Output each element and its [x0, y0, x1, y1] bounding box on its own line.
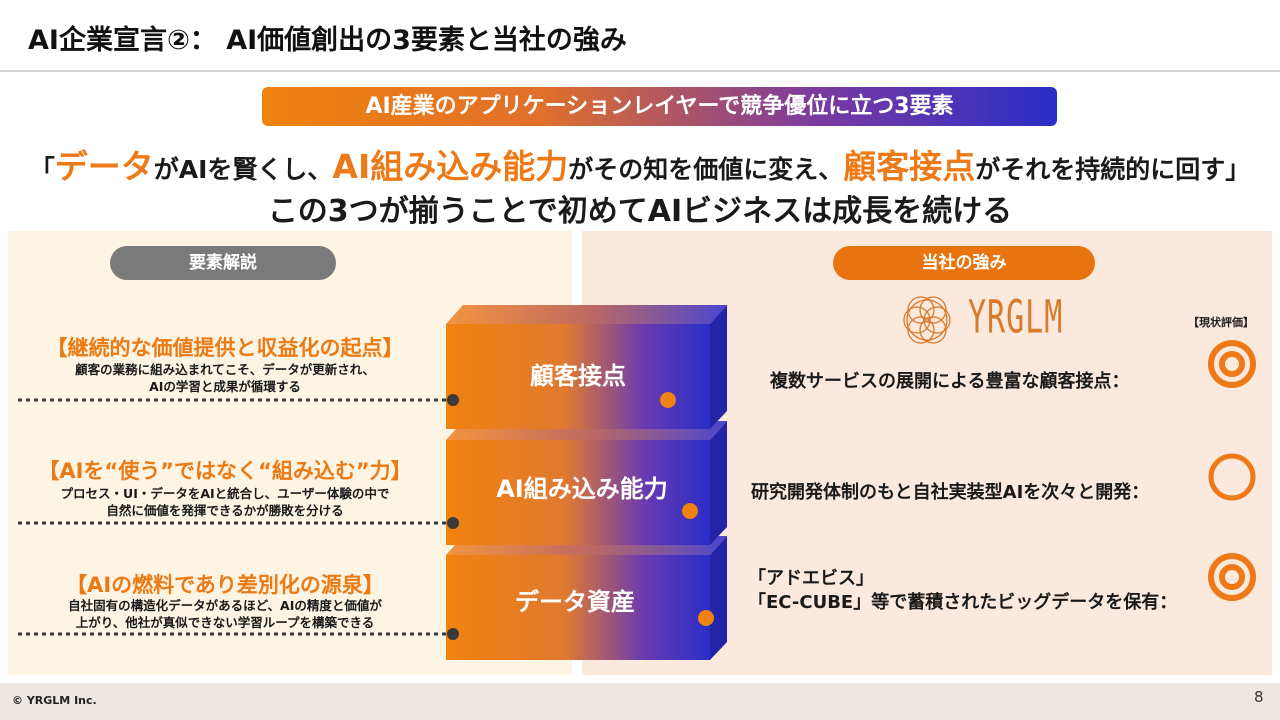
- strength-ai: 研究開発体制のもと自社実装型AIを次々と開発：: [751, 482, 1150, 503]
- desc-line: 自社固有の構造化データがあるほど、AIの精度と価値が: [68, 598, 382, 613]
- statement-line: 「データがAIを賢くし、AI組み込み能力がその知を価値に変え、顧客接点がそれを持…: [0, 140, 1280, 188]
- block-front-data: [446, 555, 710, 660]
- keyword-data: データ: [54, 147, 154, 186]
- desc-line: AIの学習と成果が循環する: [149, 379, 301, 394]
- element-desc-data: 自社固有の構造化データがあるほど、AIの精度と価値が 上がり、他社が真似できない…: [0, 597, 450, 631]
- element-title-data: 【AIの燃料であり差別化の源泉】: [66, 573, 384, 597]
- statement-subline: この3つが揃うことで初めてAIビジネスは成長を続ける: [267, 194, 1013, 229]
- company-logo-icon: [903, 296, 951, 344]
- banner: AI産業のアプリケーションレイヤーで競争優位に立つ3要素: [262, 87, 1057, 126]
- statement-part-2: がその知を価値に変え、: [568, 155, 844, 184]
- keyword-customer-touchpoint: 顧客接点: [843, 147, 976, 186]
- block-front-customer: [446, 324, 710, 429]
- copyright: © YRGLM Inc.: [12, 694, 97, 707]
- desc-line: 上がり、他社が真似できない学習ループを構築できる: [75, 615, 375, 630]
- element-title-ai: 【AIを“使う”ではなく“組み込む”力】: [38, 459, 412, 483]
- element-title-customer: 【継続的な価値提供と収益化の起点】: [46, 336, 404, 360]
- circle-icon: [1208, 453, 1256, 501]
- strength-customer: 複数サービスの展開による豊富な顧客接点：: [770, 371, 1130, 392]
- block-side-customer: [710, 305, 727, 429]
- block-label-ai: AI組み込み能力: [496, 475, 668, 503]
- left-dot-2: [447, 517, 459, 529]
- statement-open-bracket: 「: [29, 155, 55, 184]
- right-dot-3: [698, 610, 714, 626]
- logo-text: YRGLM: [968, 292, 1064, 345]
- element-desc-ai: プロセス・UI・データをAIと統合し、ユーザー体験の中で 自然に価値を発揮できる…: [0, 485, 450, 519]
- desc-line: 顧客の業務に組み込まれてこそ、データが更新され、: [75, 362, 375, 377]
- right-dot-2: [682, 503, 698, 519]
- footer-bar: [0, 683, 1280, 720]
- strength-data-line1: 「アドエビス」: [748, 568, 874, 589]
- desc-line: 自然に価値を発揮できるかが勝敗を分ける: [106, 503, 344, 518]
- left-header-pill: 要素解説: [110, 246, 336, 280]
- block-side-data: [710, 536, 727, 660]
- evaluation-label: 【現状評価】: [1188, 316, 1254, 329]
- block-side-ai: [710, 421, 727, 545]
- double-circle-icon: [1208, 553, 1256, 601]
- block-front-ai: [446, 440, 710, 545]
- statement-part-3: がそれを持続的に回す」: [975, 155, 1251, 184]
- block-label-data: データ資産: [515, 588, 635, 616]
- element-desc-customer: 顧客の業務に組み込まれてこそ、データが更新され、 AIの学習と成果が循環する: [0, 361, 450, 395]
- title-divider: [0, 70, 1280, 72]
- page-number: 8: [1254, 688, 1264, 706]
- desc-line: プロセス・UI・データをAIと統合し、ユーザー体験の中で: [60, 486, 390, 501]
- page-title: AI企業宣言②： AI価値創出の3要素と当社の強み: [28, 25, 627, 56]
- block-top-customer: [446, 305, 727, 324]
- right-dot-1: [660, 392, 676, 408]
- strength-data-line2: 「EC-CUBE」等で蓄積されたビッグデータを保有：: [748, 592, 1178, 613]
- statement-part-1: がAIを賢くし、: [153, 155, 333, 184]
- left-dot-1: [447, 394, 459, 406]
- block-label-customer: 顧客接点: [530, 362, 626, 390]
- double-circle-icon: [1208, 340, 1256, 388]
- keyword-ai-embedding: AI組み込み能力: [332, 147, 569, 186]
- left-dot-3: [447, 628, 459, 640]
- right-header-pill: 当社の強み: [833, 246, 1095, 280]
